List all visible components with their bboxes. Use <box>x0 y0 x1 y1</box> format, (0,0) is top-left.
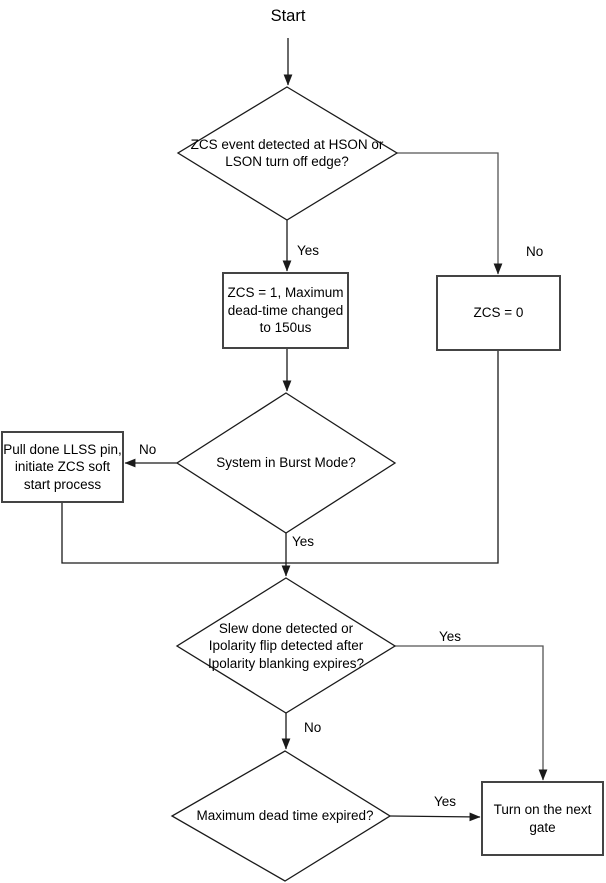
start-label: Start <box>270 7 306 25</box>
decision-burst-mode-shape <box>175 392 397 534</box>
decision-slew-done-shape <box>175 577 397 714</box>
branch-label-d2-no: No <box>139 442 157 457</box>
edge-d3-yes-to-turn <box>395 645 548 781</box>
branch-label-d1-yes: Yes <box>297 243 320 258</box>
process-zcs1-shape <box>222 272 349 349</box>
process-turn-on-gate-shape <box>481 781 604 856</box>
branch-label-d3-no: No <box>304 720 322 735</box>
decision-zcs-event-shape <box>176 86 399 221</box>
edge-d4-yes-to-turn <box>389 812 481 822</box>
process-zcs0-shape <box>436 275 561 351</box>
branch-label-d2-yes: Yes <box>292 534 315 549</box>
branch-label-d4-yes: Yes <box>434 794 457 809</box>
process-pull-llss-shape <box>1 431 124 503</box>
branch-label-d3-yes: Yes <box>439 629 462 644</box>
decision-max-deadtime-shape <box>170 750 392 882</box>
edge-merge-line <box>61 350 499 564</box>
branch-label-d1-no: No <box>526 244 544 259</box>
edge-d1-no-to-zcs0 <box>397 152 503 275</box>
